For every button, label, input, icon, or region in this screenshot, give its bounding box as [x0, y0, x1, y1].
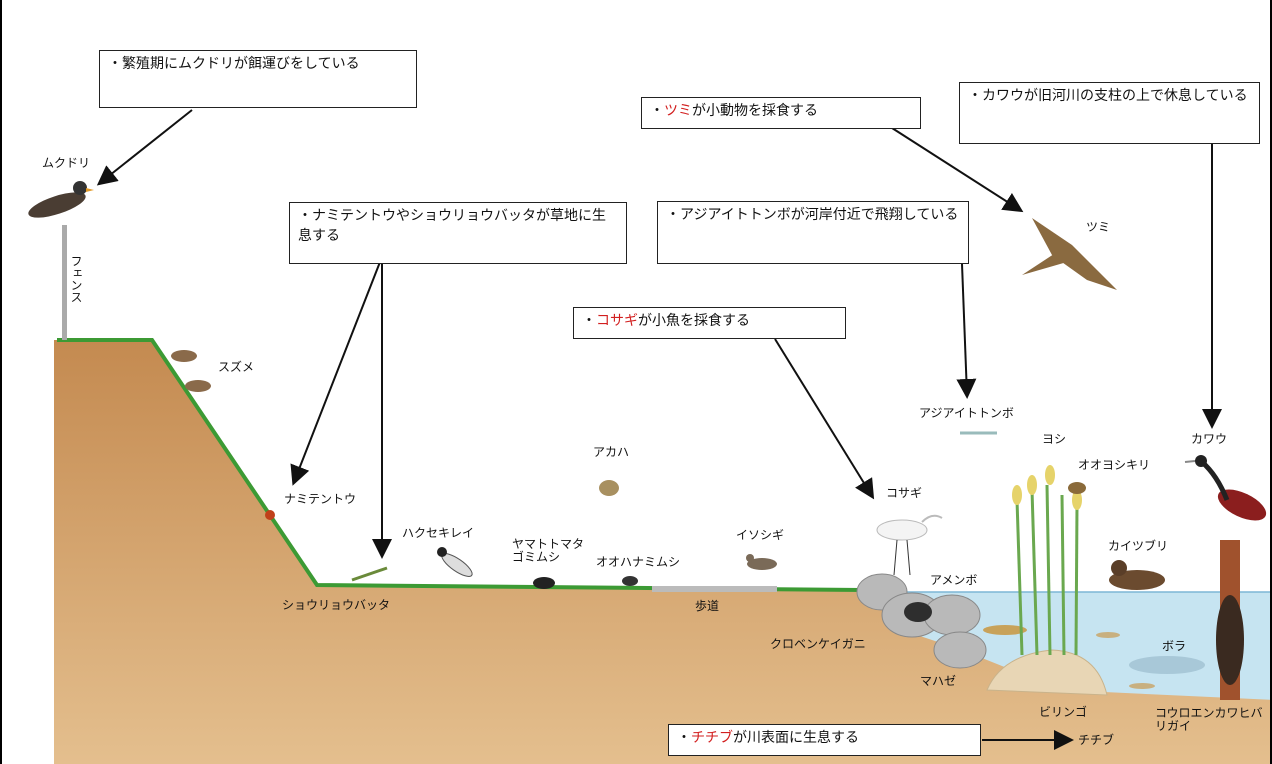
label-ajiaito: アジアイトトンボ: [919, 406, 1014, 420]
bora-icon: [1129, 656, 1205, 674]
chichibu-icon: [1129, 683, 1155, 689]
namitentou-icon: [265, 510, 275, 520]
callout-kosagi-highlight: コサギ: [596, 313, 638, 329]
label-mukudori: ムクドリ: [42, 156, 91, 170]
birinngo-icon: [1096, 632, 1120, 638]
ohana-icon: [622, 576, 638, 586]
label-yamato: ヤマトトマタゴミムシ: [512, 537, 585, 565]
kurobenkei-icon: [904, 602, 932, 622]
label-ooyoshikiri: オオヨシキリ: [1078, 458, 1151, 472]
mahaze-icon: [983, 625, 1027, 635]
arrow-mukudori: [96, 109, 193, 186]
callout-tsumi: ・ツミが小動物を採食する: [641, 97, 921, 129]
arrow-kosagi: [774, 338, 875, 500]
suzume-icon: [171, 350, 211, 392]
embankment: [54, 340, 1270, 764]
label-isoshigi: イソシギ: [736, 528, 785, 542]
kosagi-icon: [876, 514, 943, 576]
hakusekirei-icon: [437, 547, 473, 577]
label-kouroen: コウロエンカワヒバリガイ: [1155, 706, 1263, 734]
label-shouryou: ショウリョウバッタ: [282, 598, 391, 612]
kouroen-icon: [1216, 595, 1244, 685]
grass-line: [57, 338, 863, 592]
callout-tsumi-pre: ・: [650, 103, 664, 119]
label-chichibu: チチブ: [1078, 733, 1115, 747]
kawau-icon: [1184, 455, 1267, 521]
kaitsuburi-icon: [1109, 560, 1165, 590]
isoshigi-icon: [746, 554, 777, 570]
arrow-namitentou-1: [290, 261, 381, 486]
akaha-icon: [599, 480, 619, 496]
callout-namitentou: ・ナミテントウやショウリョウバッタが草地に生息する: [289, 202, 627, 264]
callout-tsumi-highlight: ツミ: [664, 103, 692, 119]
label-ohana: オオハナミムシ: [596, 555, 681, 569]
callout-chichibu-pre: ・: [677, 730, 691, 746]
callout-ajiaito: ・アジアイトトンボが河岸付近で飛翔している: [657, 201, 969, 264]
callout-kosagi-pre: ・: [582, 313, 596, 329]
label-suzume: スズメ: [218, 360, 255, 374]
label-kosagi: コサギ: [886, 486, 923, 500]
label-hakusekirei: ハクセキレイ: [402, 526, 475, 540]
shouryou-icon: [351, 566, 388, 582]
arrow-ajiaito: [956, 263, 977, 399]
yamato-icon: [533, 577, 555, 589]
sand-mound: [986, 649, 1108, 696]
label-fence: フェンス: [69, 255, 83, 303]
label-kawau: カワウ: [1191, 432, 1228, 446]
callout-kosagi: ・コサギが小魚を採食する: [573, 307, 846, 339]
callout-tsumi-post: が小動物を採食する: [692, 103, 818, 119]
label-amenbo: アメンボ: [930, 573, 978, 587]
callout-chichibu: ・チチブが川表面に生息する: [668, 724, 981, 756]
callout-kosagi-post: が小魚を採食する: [638, 313, 750, 329]
yoshi-icon: [1015, 484, 1079, 656]
label-hodou: 歩道: [695, 599, 720, 613]
label-akaha: アカハ: [593, 445, 630, 459]
mukudori-icon: [28, 181, 94, 218]
label-kaitsuburi: カイツブリ: [1108, 539, 1169, 553]
arrow-tsumi: [891, 127, 1024, 213]
callout-mukudori: ・繁殖期にムクドリが餌運びをしている: [99, 50, 417, 108]
label-mahaze: マハゼ: [920, 674, 957, 688]
label-namitentou: ナミテントウ: [284, 492, 357, 506]
walkway: [652, 586, 777, 592]
label-birinngo: ビリンゴ: [1039, 705, 1088, 719]
callout-chichibu-post: が川表面に生息する: [733, 730, 859, 746]
fence-post: [62, 225, 67, 340]
label-bora: ボラ: [1162, 639, 1187, 653]
label-kurobenkei: クロベンケイガニ: [770, 637, 866, 651]
callout-kawau: ・カワウが旧河川の支柱の上で休息している: [959, 82, 1260, 144]
tsumi-icon: [1022, 218, 1117, 290]
label-yoshi: ヨシ: [1042, 432, 1067, 446]
callout-chichibu-highlight: チチブ: [691, 730, 733, 746]
ooyoshikiri-icon: [1068, 482, 1086, 494]
label-tsumi: ツミ: [1086, 220, 1111, 234]
